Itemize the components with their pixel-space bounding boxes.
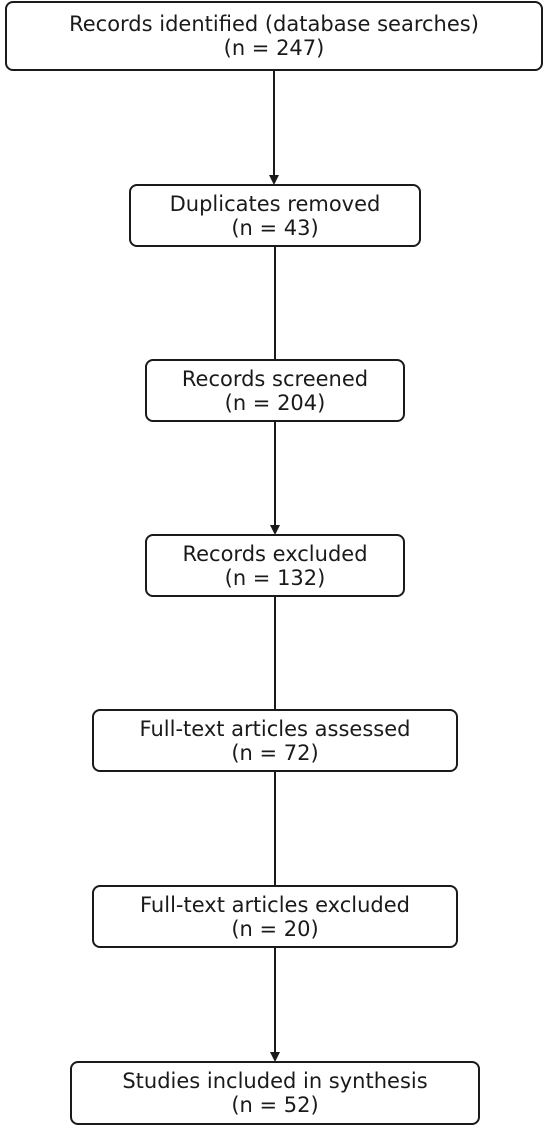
node-label: Records identified (database searches) xyxy=(69,12,479,36)
node-count: (n = 52) xyxy=(231,1093,319,1117)
node-label: Full-text articles excluded xyxy=(140,892,410,917)
node-studies-included: Studies included in synthesis (n = 52) xyxy=(70,1061,480,1125)
node-fulltext-assessed: Full-text articles assessed (n = 72) xyxy=(92,709,458,772)
node-count: (n = 204) xyxy=(224,390,326,415)
node-records-screened: Records screened (n = 204) xyxy=(145,359,405,422)
node-fulltext-excluded: Full-text articles excluded (n = 20) xyxy=(92,885,458,948)
node-records-excluded: Records excluded (n = 132) xyxy=(145,534,405,597)
node-duplicates-removed: Duplicates removed (n = 43) xyxy=(129,184,421,247)
node-count: (n = 43) xyxy=(231,215,319,240)
node-records-identified: Records identified (database searches) (… xyxy=(5,1,543,71)
node-label: Full-text articles assessed xyxy=(139,716,411,741)
node-label: Duplicates removed xyxy=(169,191,381,216)
node-count: (n = 132) xyxy=(224,565,326,590)
node-count: (n = 247) xyxy=(223,36,325,60)
node-label: Studies included in synthesis xyxy=(122,1069,428,1093)
node-count: (n = 20) xyxy=(231,916,319,941)
node-label: Records excluded xyxy=(182,541,368,566)
node-count: (n = 72) xyxy=(231,740,319,765)
node-label: Records screened xyxy=(181,366,369,391)
